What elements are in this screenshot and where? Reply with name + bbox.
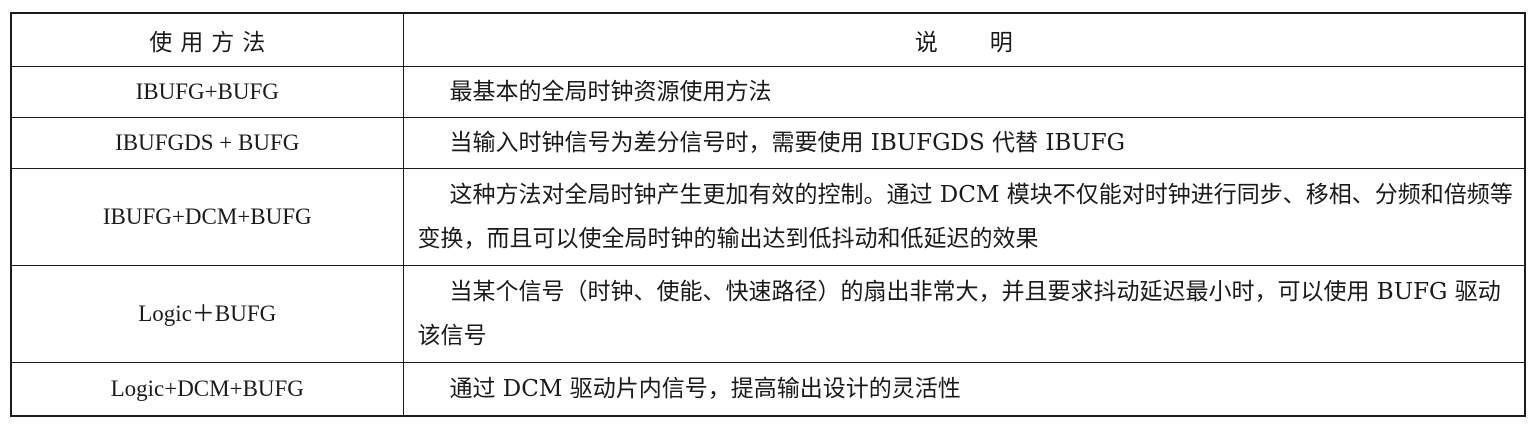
column-header-description: 说明 [402, 12, 1526, 67]
method-cell: Logic+DCM+BUFG [10, 362, 404, 417]
table-header-row: 使用方法 说明 [10, 12, 1526, 67]
description-cell: 最基本的全局时钟资源使用方法 [402, 66, 1526, 118]
description-cell: 这种方法对全局时钟产生更加有效的控制。通过 DCM 模块不仅能对时钟进行同步、移… [402, 168, 1526, 266]
method-cell: IBUFG+DCM+BUFG [10, 168, 404, 266]
description-cell: 当某个信号（时钟、使能、快速路径）的扇出非常大，并且要求抖动延迟最小时，可以使用… [402, 265, 1526, 363]
table-row: IBUFGDS + BUFG 当输入时钟信号为差分信号时，需要使用 IBUFGD… [10, 117, 1526, 169]
usage-methods-table: 使用方法 说明 IBUFG+BUFG 最基本的全局时钟资源使用方法 IBUFGD… [10, 12, 1526, 417]
method-cell: IBUFGDS + BUFG [10, 117, 404, 169]
table-row: IBUFG+DCM+BUFG 这种方法对全局时钟产生更加有效的控制。通过 DCM… [10, 168, 1526, 266]
description-cell: 当输入时钟信号为差分信号时，需要使用 IBUFGDS 代替 IBUFG [402, 117, 1526, 169]
table-row: Logic+DCM+BUFG 通过 DCM 驱动片内信号，提高输出设计的灵活性 [10, 362, 1526, 417]
method-cell: Logic＋BUFG [10, 265, 404, 363]
table-row: IBUFG+BUFG 最基本的全局时钟资源使用方法 [10, 66, 1526, 118]
description-cell: 通过 DCM 驱动片内信号，提高输出设计的灵活性 [402, 362, 1526, 417]
column-header-method: 使用方法 [10, 12, 404, 67]
method-cell: IBUFG+BUFG [10, 66, 404, 118]
table-row: Logic＋BUFG 当某个信号（时钟、使能、快速路径）的扇出非常大，并且要求抖… [10, 265, 1526, 363]
